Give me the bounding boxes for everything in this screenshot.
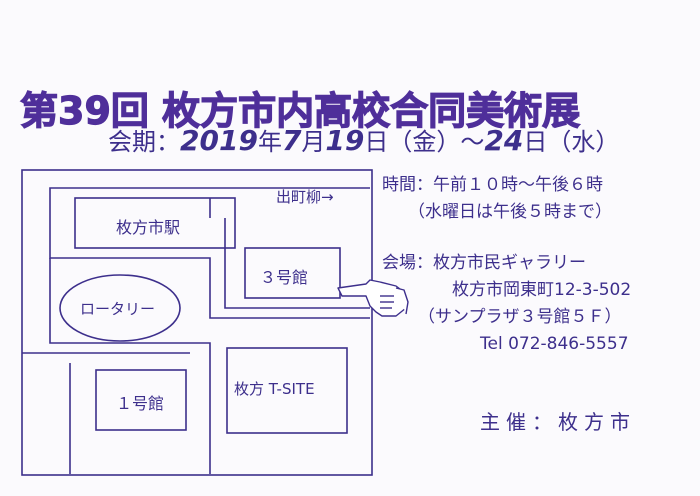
venue-map: 枚方市駅 出町柳→ ３号館 ロータリー １号館 枚方 T-SITE [20, 158, 380, 478]
info-venue-name: 枚方市民ギャラリー [433, 253, 586, 273]
map-label-building3: ３号館 [260, 268, 309, 287]
map-building1-box [95, 369, 187, 431]
period-end-suffix: 日（水） [523, 128, 620, 156]
map-road-left [49, 258, 211, 474]
map-road-mid [49, 228, 370, 319]
map-station-box [74, 197, 236, 249]
map-drawing [21, 169, 373, 476]
event-host: 主催：枚方市 [480, 410, 636, 434]
map-label-demachiyanagi: 出町柳→ [276, 188, 334, 206]
info-hours-value: 午前１０時〜午後６時 [433, 175, 603, 195]
map-label-rotary: ロータリー [80, 300, 156, 318]
event-period: 会期：2019年7月19日（金）〜24日（水） [108, 122, 619, 157]
map-label-station: 枚方市駅 [116, 218, 181, 237]
info-venue: 会場：枚方市民ギャラリー [382, 250, 586, 277]
info-hours-note: （水曜日は午後５時まで） [408, 202, 612, 222]
map-road-right [224, 218, 370, 309]
info-hours: 時間：午前１０時〜午後６時 [382, 172, 603, 199]
map-frame [21, 169, 373, 476]
period-month: 7 [281, 124, 302, 157]
period-day-suffix: 日（金）〜 [364, 128, 485, 156]
event-title: 第39回 枚方市内高校合同美術展 [19, 88, 581, 133]
period-year: 2019 [180, 124, 258, 157]
info-venue-address: 枚方市岡東町12-3-502 [452, 280, 632, 300]
period-end-day: 24 [484, 124, 524, 157]
period-label: 会期： [108, 128, 180, 156]
info-venue-building: （サンプラザ３号館５Ｆ） [418, 307, 622, 327]
map-rotary-ellipse [59, 274, 181, 342]
map-label-building1: １号館 [116, 394, 165, 413]
period-year-suffix: 年 [257, 128, 282, 156]
map-road-top [49, 187, 370, 228]
info-venue-label: 会場： [382, 253, 433, 273]
period-month-suffix: 月 [301, 128, 326, 156]
map-label-tsite: 枚方 T-SITE [234, 380, 315, 398]
map-building3-box [244, 247, 341, 299]
info-tel: Tel 072-846-5557 [480, 334, 629, 354]
pointing-hand-icon [336, 272, 416, 324]
period-day: 19 [325, 124, 365, 157]
info-hours-label: 時間： [382, 175, 433, 195]
map-tsite-box [226, 347, 348, 434]
